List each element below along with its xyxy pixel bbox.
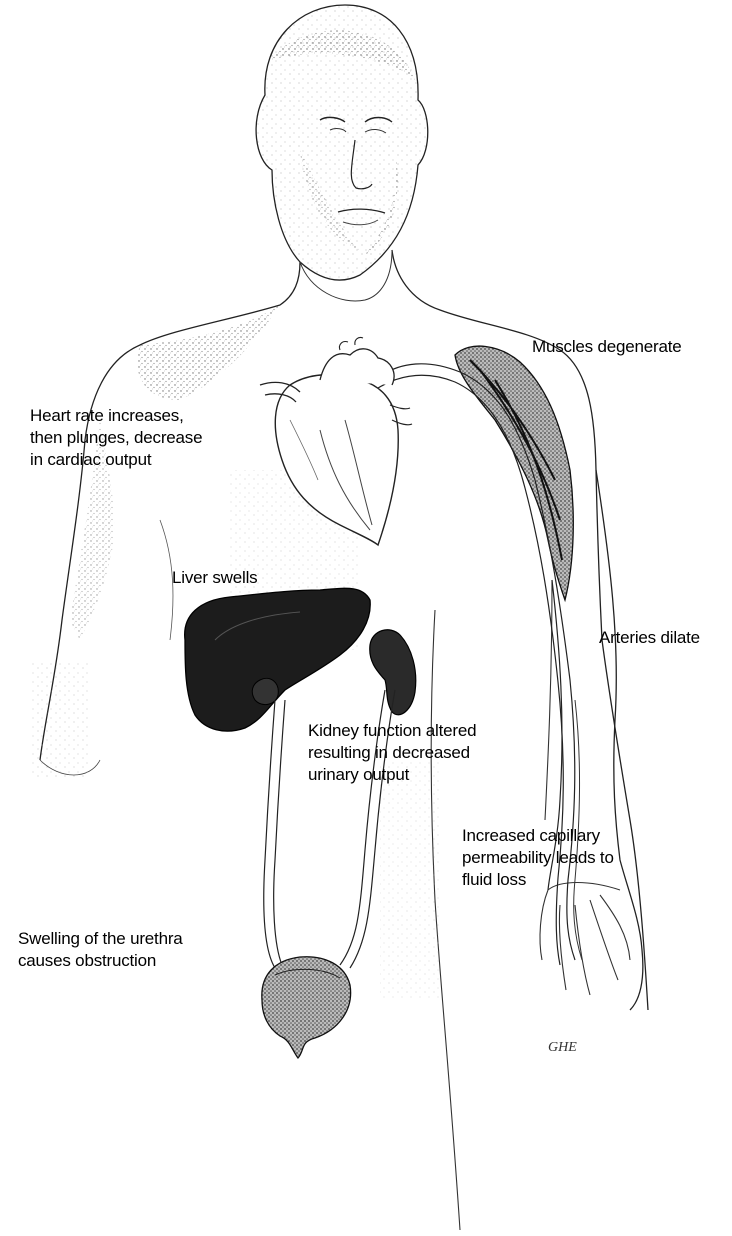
label-heart-rate: Heart rate increases, then plunges, decr… xyxy=(30,405,202,471)
label-urethra-swelling: Swelling of the urethra causes obstructi… xyxy=(18,928,183,972)
head xyxy=(256,5,428,280)
liver xyxy=(185,588,371,731)
label-liver-swells: Liver swells xyxy=(172,567,257,589)
label-arteries-dilate: Arteries dilate xyxy=(599,627,700,649)
label-capillary-permeability: Increased capillary permeability leads t… xyxy=(462,825,614,891)
artist-signature: GHE xyxy=(548,1040,577,1056)
label-kidney-function: Kidney function altered resulting in dec… xyxy=(308,720,476,786)
label-muscles-degenerate: Muscles degenerate xyxy=(532,336,682,358)
arm-muscle xyxy=(455,346,573,600)
bladder xyxy=(262,957,351,1058)
